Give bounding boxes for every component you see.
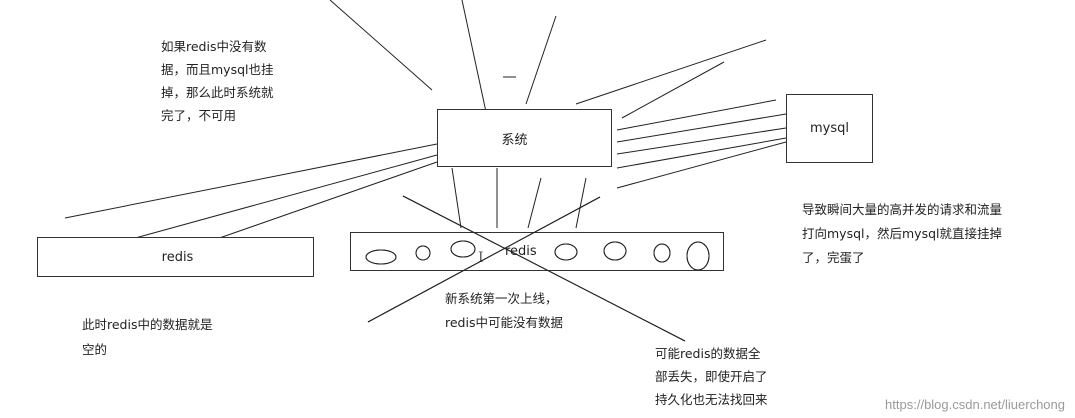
note-line: 空的	[82, 342, 108, 357]
note-line: 新系统第一次上线，	[445, 291, 558, 306]
note-line: 打向mysql，然后mysql就直接挂掉	[802, 226, 1002, 241]
note-new-system-online: 新系统第一次上线， redis中可能没有数据	[445, 287, 563, 335]
note-line: 据，而且mysql也挂	[161, 62, 274, 77]
ray-line	[329, 0, 433, 91]
note-line: 持久化也无法找回来	[655, 392, 768, 407]
note-data-lost: 可能redis的数据全 部丢失，即使开启了 持久化也无法找回来	[655, 342, 768, 411]
note-line: redis中可能没有数据	[445, 315, 563, 330]
note-mysql-flood: 导致瞬间大量的高并发的请求和流量 打向mysql，然后mysql就直接挂掉 了，…	[802, 198, 1002, 270]
redis-left-label: redis	[161, 249, 194, 265]
redis-center-label: redis	[505, 244, 537, 259]
ray-line	[575, 39, 767, 105]
ray-line	[621, 61, 725, 119]
redis-center-box: redis	[350, 232, 724, 271]
ray-line	[527, 177, 542, 229]
ray-line	[64, 143, 438, 219]
ray-line	[525, 15, 557, 105]
mysql-box: mysql	[786, 94, 873, 163]
ray-line	[207, 161, 438, 243]
ray-line	[575, 177, 587, 229]
note-line: 导致瞬间大量的高并发的请求和流量	[802, 202, 1003, 217]
note-line: 此时redis中的数据就是	[82, 317, 213, 332]
note-line: 完了，不可用	[161, 108, 237, 123]
ray-line	[616, 137, 787, 169]
redis-left-box: redis	[37, 237, 314, 277]
note-line: 可能redis的数据全	[655, 346, 761, 361]
note-line: 部丢失，即使开启了	[655, 369, 768, 384]
note-line: 了，完蛋了	[802, 250, 865, 265]
note-redis-empty-mysql-down: 如果redis中没有数 据，而且mysql也挂 掉，那么此时系统就 完了，不可用	[161, 35, 274, 127]
mysql-box-label: mysql	[810, 121, 849, 136]
ray-line	[616, 99, 777, 131]
note-line: 如果redis中没有数	[161, 39, 267, 54]
ray-line	[451, 167, 462, 229]
ray-line	[461, 0, 487, 113]
ray-line	[616, 141, 787, 189]
system-box: 系统	[437, 109, 612, 167]
ray-line	[127, 154, 438, 241]
system-box-label: 系统	[501, 132, 528, 148]
note-redis-data-empty: 此时redis中的数据就是 空的	[82, 312, 212, 362]
text-cursor-icon: I	[478, 250, 484, 266]
ray-line	[616, 113, 787, 143]
ray-line	[616, 127, 787, 155]
note-line: 掉，那么此时系统就	[161, 85, 274, 100]
watermark: https://blog.csdn.net/liuerchong	[885, 397, 1065, 412]
